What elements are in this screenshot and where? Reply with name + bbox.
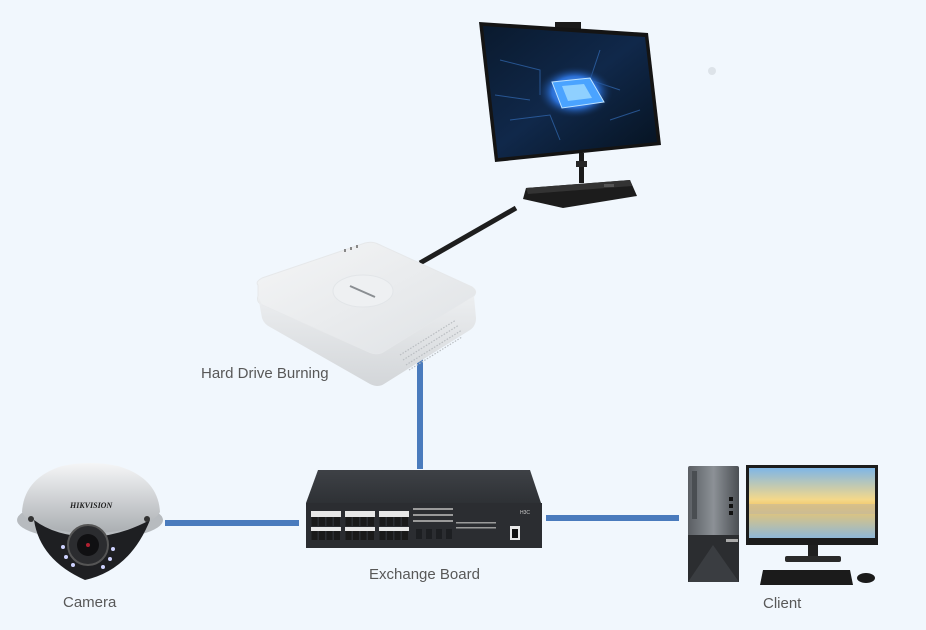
camera-label: Camera bbox=[63, 594, 117, 611]
switch-port bbox=[319, 517, 325, 526]
switch-port bbox=[402, 531, 408, 540]
switch-port bbox=[345, 531, 352, 540]
switch-port bbox=[379, 517, 386, 526]
switch-port bbox=[387, 531, 393, 540]
link-nvr-monitor bbox=[418, 205, 518, 266]
switch-port bbox=[334, 531, 340, 540]
switch-port bbox=[360, 517, 367, 526]
switch-port bbox=[353, 517, 359, 526]
client-label: Client bbox=[763, 595, 802, 612]
svg-text:H3C: H3C bbox=[520, 510, 530, 516]
switch-port bbox=[345, 517, 352, 526]
switch-port bbox=[334, 517, 340, 526]
switch-port bbox=[379, 531, 386, 540]
all-in-one-monitor-icon bbox=[479, 22, 661, 208]
switch-port bbox=[368, 531, 374, 540]
switch-port bbox=[387, 517, 393, 526]
switch-port bbox=[319, 531, 325, 540]
switch-port bbox=[353, 531, 359, 540]
switch-port bbox=[402, 517, 408, 526]
switch-label: Exchange Board bbox=[369, 566, 480, 583]
switch-port bbox=[394, 531, 401, 540]
switch-port bbox=[326, 517, 333, 526]
desktop-pc-icon bbox=[688, 465, 878, 585]
switch-port bbox=[311, 531, 318, 540]
switch-port bbox=[326, 531, 333, 540]
network-switch-icon: H3C bbox=[306, 470, 542, 548]
switch-port bbox=[394, 517, 401, 526]
nvr-recorder-icon bbox=[256, 241, 477, 386]
switch-port bbox=[360, 531, 367, 540]
dome-camera-icon: HIKVISION bbox=[17, 463, 163, 580]
switch-port bbox=[368, 517, 374, 526]
switch-port bbox=[311, 517, 318, 526]
decorative-dot bbox=[708, 67, 716, 75]
nvr-label: Hard Drive Burning bbox=[201, 365, 329, 382]
svg-text:HIKVISION: HIKVISION bbox=[69, 501, 113, 510]
